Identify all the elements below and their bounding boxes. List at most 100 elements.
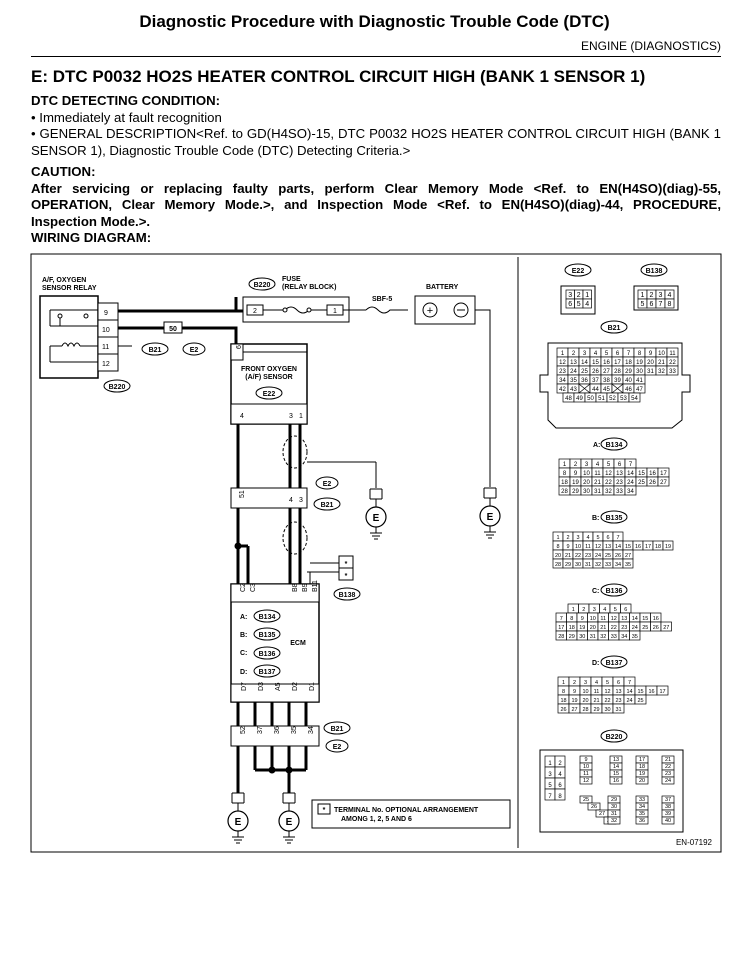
connector-b138-star: * * B138 xyxy=(310,555,361,601)
pin-number: 7 xyxy=(659,301,663,308)
pin-number: 5 xyxy=(606,680,609,686)
svg-text:6: 6 xyxy=(236,345,243,349)
pin-number: 33 xyxy=(605,562,611,568)
pin-number: 27 xyxy=(660,480,667,486)
svg-text:B220: B220 xyxy=(254,282,271,289)
pin-number: 29 xyxy=(593,707,599,713)
pin-number: 33 xyxy=(611,634,617,640)
pin-number: 18 xyxy=(639,764,645,770)
dtc-title: E: DTC P0032 HO2S HEATER CONTROL CIRCUIT… xyxy=(31,67,646,86)
pin-number: 23 xyxy=(615,698,621,704)
svg-text:E2: E2 xyxy=(190,347,199,354)
pin-number: 25 xyxy=(583,797,589,803)
svg-text:E2: E2 xyxy=(333,744,342,751)
fuse-relay-block: B220 FUSE (RELAY BLOCK) 2 1 xyxy=(242,276,350,323)
pin-number: 27 xyxy=(625,553,631,559)
pin-number: 12 xyxy=(583,778,589,784)
svg-text:1: 1 xyxy=(299,413,303,420)
pin-number: 40 xyxy=(665,818,671,824)
harness-wires xyxy=(118,297,243,347)
pin-number: 21 xyxy=(600,625,606,631)
pin-number: 14 xyxy=(627,471,634,477)
pin-number: 19 xyxy=(571,698,577,704)
pin-number: 8 xyxy=(563,471,567,477)
svg-text:A5: A5 xyxy=(275,682,282,691)
pin-number: 20 xyxy=(555,553,561,559)
pin-number: 23 xyxy=(585,553,591,559)
pin-number: 18 xyxy=(569,625,575,631)
pin-number: 34 xyxy=(627,489,634,495)
pin-number: 8 xyxy=(570,616,573,622)
svg-text:B21: B21 xyxy=(149,347,162,354)
pin-number: 18 xyxy=(625,360,632,366)
pin-number: 11 xyxy=(669,351,676,357)
pin-number: 33 xyxy=(669,369,676,375)
pin-cell xyxy=(628,392,641,403)
pin-number: 29 xyxy=(625,369,632,375)
pin-number: 21 xyxy=(565,553,571,559)
page-title: Diagnostic Procedure with Diagnostic Tro… xyxy=(139,12,610,31)
pin-number: 5 xyxy=(605,351,609,357)
pin-number: 15 xyxy=(642,616,648,622)
pin-number: 28 xyxy=(614,369,621,375)
pin-number: 25 xyxy=(637,698,643,704)
pin-number: 1 xyxy=(563,462,567,468)
pin-number: 10 xyxy=(575,544,581,550)
pin-number: 8 xyxy=(638,351,642,357)
relay-pin-9: 9 xyxy=(104,310,108,317)
pin-number: 7 xyxy=(627,351,631,357)
relay-label-2: SENSOR RELAY xyxy=(42,285,97,292)
pin-number: 1 xyxy=(585,292,589,299)
pin-number: 25 xyxy=(642,625,648,631)
wiring-heading: WIRING DIAGRAM: xyxy=(31,230,152,245)
pin-cell xyxy=(612,703,625,714)
pin-cell xyxy=(656,685,669,696)
svg-text:2: 2 xyxy=(253,308,257,315)
svg-text:34: 34 xyxy=(308,726,315,734)
pin-number: 31 xyxy=(647,369,654,375)
svg-text:E2: E2 xyxy=(323,481,332,488)
pin-number: 14 xyxy=(581,360,588,366)
svg-text:E22: E22 xyxy=(263,391,276,398)
pin-number: 15 xyxy=(613,771,619,777)
pin-number: 1 xyxy=(562,680,565,686)
svg-text:B11: B11 xyxy=(312,580,319,592)
pin-number: 4 xyxy=(594,351,598,357)
svg-text:*: * xyxy=(345,561,348,568)
relay-pin-11: 11 xyxy=(102,344,109,351)
pin-number: 2 xyxy=(572,351,576,357)
svg-text:35: 35 xyxy=(291,726,298,734)
svg-text:B:: B: xyxy=(240,632,247,639)
pin-number: 21 xyxy=(593,698,599,704)
pin-number: 21 xyxy=(594,480,601,486)
pin-number: 7 xyxy=(548,794,552,800)
pin-number: 8 xyxy=(556,544,559,550)
pin-number: 18 xyxy=(560,698,566,704)
pin-number: 5 xyxy=(614,607,617,613)
pin-number: 35 xyxy=(632,634,638,640)
svg-text:37: 37 xyxy=(257,726,264,734)
relay-label-1: A/F, OXYGEN xyxy=(42,277,86,284)
svg-text:C3: C3 xyxy=(250,583,257,592)
fuse-label-2: (RELAY BLOCK) xyxy=(282,284,336,291)
svg-text:51: 51 xyxy=(239,490,246,498)
svg-text:D3: D3 xyxy=(258,682,265,691)
pin-number: 6 xyxy=(558,783,562,789)
pin-number: 32 xyxy=(658,369,665,375)
pin-number: 31 xyxy=(611,811,617,817)
svg-text:B:: B: xyxy=(592,515,599,522)
pin-number: 9 xyxy=(573,689,576,695)
pin-number: 38 xyxy=(665,804,671,810)
pin-number: 2 xyxy=(582,607,585,613)
pin-number: 49 xyxy=(576,396,583,402)
pin-number: 34 xyxy=(621,634,627,640)
pin-number: 41 xyxy=(636,378,643,384)
pin-number: 5 xyxy=(577,301,581,308)
pin-number: 31 xyxy=(585,562,591,568)
